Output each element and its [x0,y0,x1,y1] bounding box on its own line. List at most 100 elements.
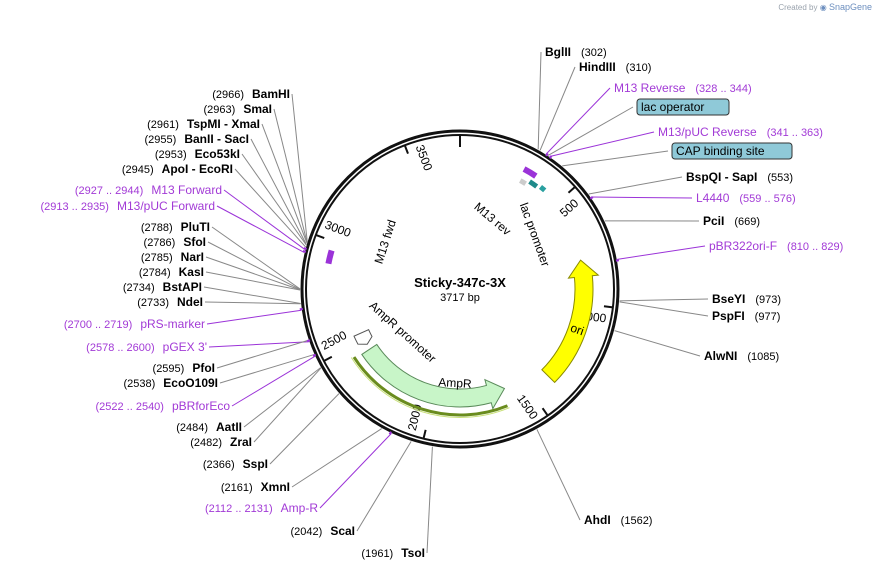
snapgene-credit: Created by ◉ SnapGene [778,2,872,12]
leader-line-eco53ki [241,153,307,246]
feature-label-pbr322ori-f: pBR322ori-F [709,239,777,253]
leader-line-tsoi [426,446,433,554]
site-pos-apoi-ecori: (2945) [122,164,154,176]
ampr-underline [352,356,509,417]
feature-mark-pgex-3- [306,339,311,343]
leader-line-bseyi [619,298,709,302]
site-pos-kasi: (2784) [139,267,171,279]
site-pos-smai: (2963) [204,104,236,116]
leader-line-l4440 [590,196,693,199]
feature-pos-m13-reverse: (328 .. 344) [695,83,751,95]
leader-line-lac-operator [547,106,634,156]
site-pos-nari: (2785) [141,252,173,264]
plasmid-name: Sticky-347c-3X [414,275,506,290]
feature-mark-pbrforeco [312,353,317,357]
leader-line-aatii [243,367,321,428]
feature-pos-prs-marker: (2700 .. 2719) [64,319,133,331]
tick-label-3000: 3000 [323,218,353,241]
leader-line-smai [273,108,308,243]
site-label-apoi-ecori: ApoI - EcoRI [162,162,233,176]
feature-label-m13-reverse: M13 Reverse [614,81,686,95]
site-pos-bseyi: (973) [755,294,781,306]
site-pos-alwni: (1085) [747,351,779,363]
site-pos-ecoo109i: (2538) [124,378,156,390]
backbone-outer-circle [300,129,620,449]
feature-pos-m13-puc-reverse: (341 .. 363) [767,127,823,139]
site-labels: BglII(302)HindIII(310)M13 Reverse(328 ..… [40,45,843,560]
leader-line-cap-binding-site [562,150,669,167]
feature-mark-amp-r [388,431,392,435]
m13-rev-label: M13 rev [471,200,513,239]
site-label-tspmi-xmai: TspMI - XmaI [187,117,260,131]
feature-pos-m13-puc-forward: (2913 .. 2935) [40,201,109,213]
leader-line-bstapi [203,286,301,305]
site-label-kasi: KasI [179,265,204,279]
site-pos-aatii: (2484) [176,422,208,434]
snapgene-logo-icon: ◉ [819,3,827,12]
leader-line-pbr322ori-f [617,245,706,260]
feature-mark-m13-reverse [545,152,549,157]
feature-label-prs-marker: pRS-marker [140,317,205,331]
site-pos-banii-saci: (2955) [145,134,177,146]
site-pos-zrai: (2482) [190,437,222,449]
leader-line-hindiii [539,66,576,151]
ori-arrow [541,259,600,384]
box-cap-binding-site [671,142,793,160]
leader-line-amp-r [319,433,392,509]
leader-line-apoi-ecori [234,168,306,248]
site-label-hindiii: HindIII [579,60,616,74]
leader-line-sspi [269,393,340,465]
feature-pos-m13-forward: (2927 .. 2944) [75,185,144,197]
leader-line-ndei [204,301,301,305]
leader-line-m13-puc-reverse [549,131,655,157]
site-label-tsoi: TsoI [401,546,425,560]
leader-line-ecoo109i [219,354,315,384]
feature-pos-pgex-3: (2578 .. 2600) [86,342,155,354]
leader-line-bspqi-sapi [588,176,683,195]
site-label-smai: SmaI [243,102,272,116]
ori-label: ori [569,321,586,339]
feature-pos-pbr322ori-f: (810 .. 829) [787,241,843,253]
box-label-cap-binding-site: CAP binding site [676,144,765,158]
leader-line-pspfi [619,301,709,317]
feature-mark-m13-puc-reverse [548,155,553,159]
site-label-pcii: PciI [703,214,724,228]
feature-pos-amp-r: (2112 .. 2131) [205,503,273,515]
tick-label-1500: 1500 [514,392,541,422]
site-pos-xmni: (2161) [221,482,253,494]
leader-line-bglii [537,51,542,150]
cut-site-lines [203,51,709,554]
lac-promoter-label: lac promoter [517,201,553,268]
site-pos-ahdi: (1562) [621,515,653,527]
box-lac-operator [636,98,730,116]
site-label-pspfi: PspFI [712,309,745,323]
leader-line-bamhi [291,93,308,242]
site-pos-sfoi: (2786) [144,237,176,249]
site-label-bspqi-sapi: BspQI - SapI [686,170,757,184]
credit-prefix: Created by [778,3,818,12]
site-label-bamhi: BamHI [252,87,290,101]
lac-promoter-feature [518,178,527,186]
ampr-label: AmpR [438,375,472,391]
leader-line-scai [356,441,412,532]
leader-line-pluti [211,226,301,290]
feature-pos-l4440: (559 .. 576) [739,193,795,205]
leader-line-alwni [614,330,701,357]
site-pos-bspqi-sapi: (553) [767,172,793,184]
tick-label-2500: 2500 [319,328,349,353]
site-label-pluti: PluTI [181,220,210,234]
cap-site-feature [538,184,547,193]
tick-mark-2000 [422,429,427,439]
site-pos-pcii: (669) [734,216,760,228]
site-pos-tsoi: (1961) [361,548,393,560]
site-label-banii-saci: BanII - SacI [184,132,249,146]
site-label-xmni: XmnI [261,480,290,494]
leader-line-banii-saci [250,138,307,245]
site-label-bglii: BglII [545,45,571,59]
lac-operator-feature [528,179,539,189]
site-label-scai: ScaI [330,524,355,538]
leader-line-m13-puc-forward [216,205,305,253]
tick-mark-2500 [323,355,333,362]
site-pos-bglii: (302) [581,47,607,59]
tick-mark-1500 [541,407,549,417]
